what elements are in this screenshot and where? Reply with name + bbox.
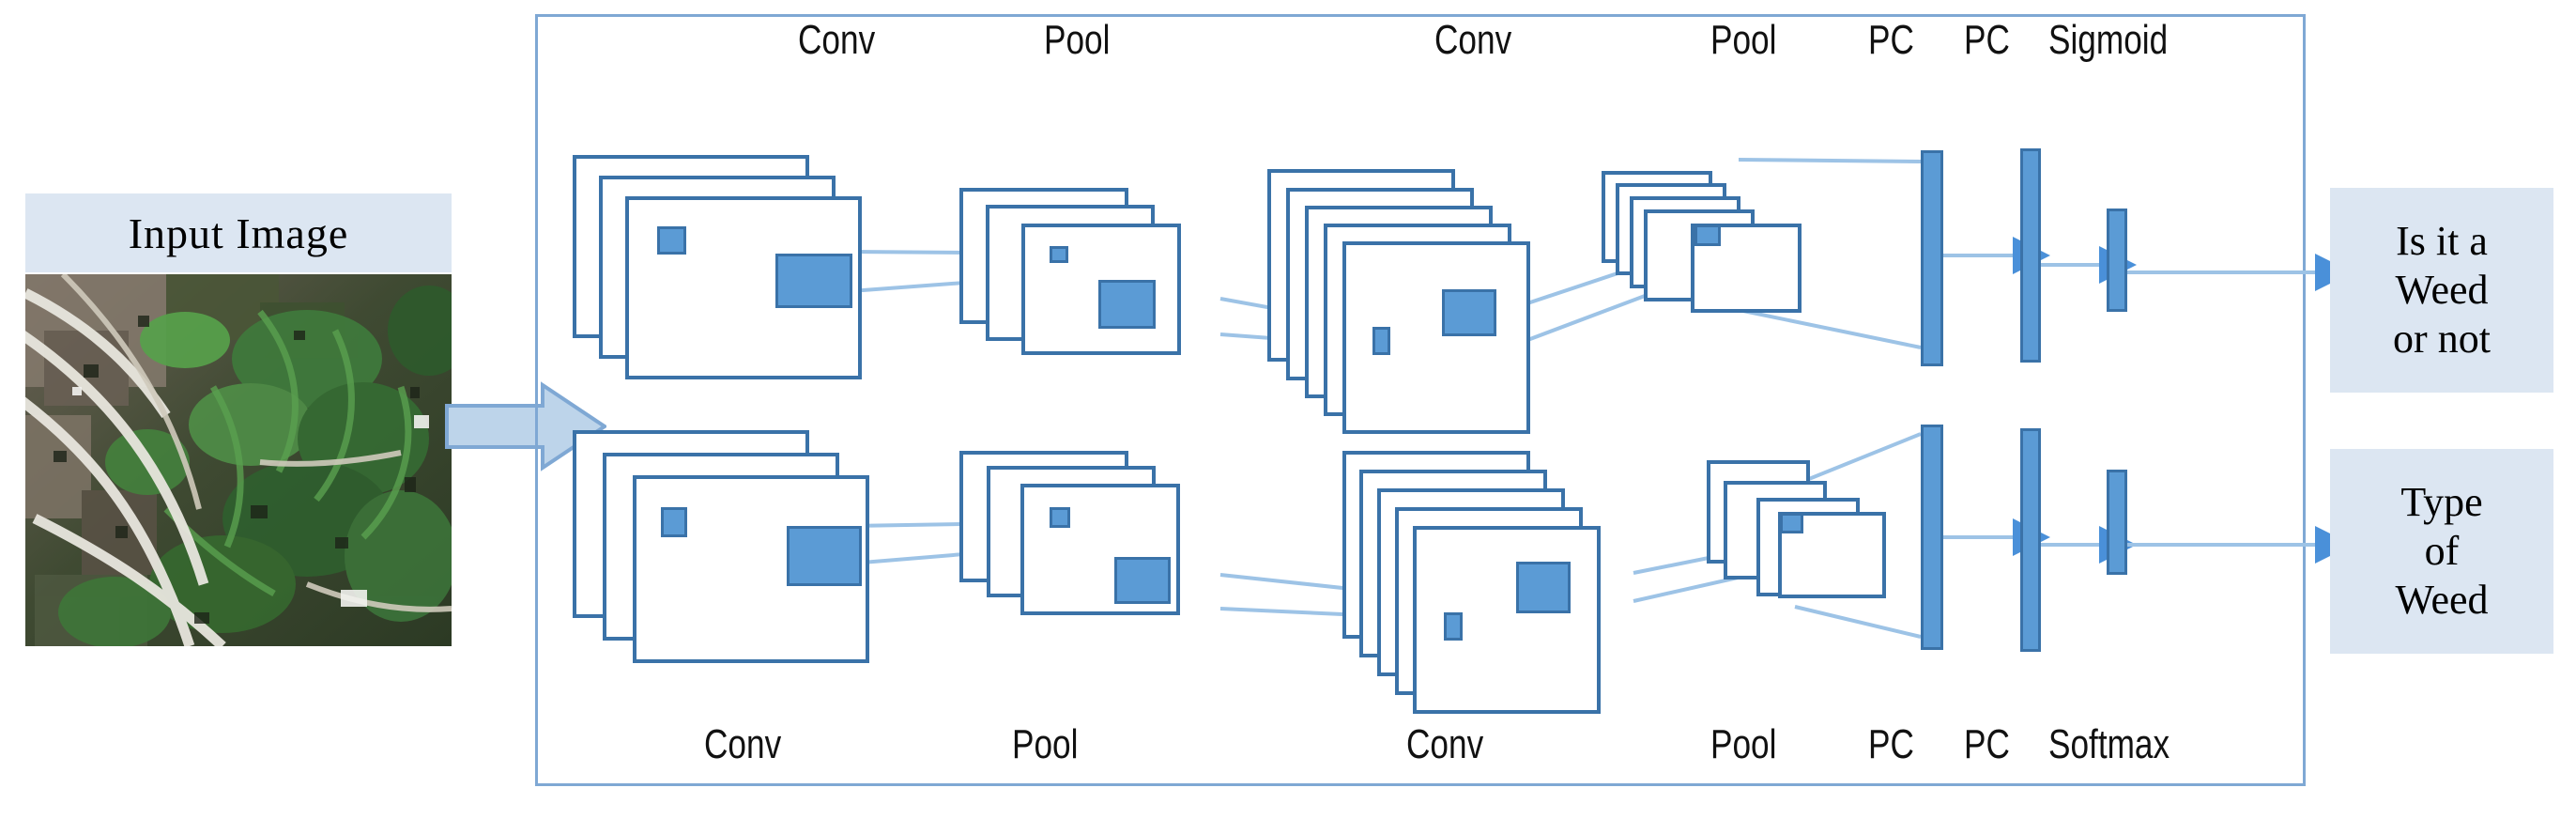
top-sigmoid-bar <box>2107 209 2127 312</box>
bottom-conv1-stack <box>573 430 869 693</box>
label-bottom-pool1: Pool <box>1012 721 1079 767</box>
label-bottom-pool2: Pool <box>1710 721 1777 767</box>
bottom-pool2-stack <box>1707 460 1923 657</box>
receptive-field-patch-small <box>1780 513 1803 533</box>
feature-map-sheet <box>1342 241 1530 434</box>
bottom-conv2-stack <box>1342 451 1690 733</box>
label-top-pool1: Pool <box>1044 17 1111 63</box>
output-line: Is it a <box>2396 218 2488 265</box>
receptive-field-patch-large <box>1098 280 1156 329</box>
bottom-pool1-stack <box>959 451 1232 676</box>
receptive-field-patch-large <box>1114 557 1171 604</box>
receptive-field-patch-large <box>1516 562 1571 613</box>
label-top-conv1: Conv <box>798 17 876 63</box>
output-line: of <box>2424 528 2460 575</box>
label-top-pc2: PC <box>1964 17 2010 63</box>
bottom-softmax-bar <box>2107 470 2127 575</box>
label-bottom-conv2: Conv <box>1406 721 1484 767</box>
bottom-fc-bar-1 <box>1921 425 1943 650</box>
type-classification-output: Type of Weed <box>2330 449 2553 654</box>
output-line: Weed <box>2395 576 2489 623</box>
receptive-field-patch-small <box>1050 246 1068 263</box>
receptive-field-patch-large <box>1442 289 1496 336</box>
output-line: or not <box>2393 315 2491 362</box>
feature-map-sheet <box>1413 526 1601 714</box>
top-conv1-stack <box>573 155 864 399</box>
input-image-label: Input Image <box>25 193 452 272</box>
label-top-pool2: Pool <box>1710 17 1777 63</box>
input-image-photo <box>25 274 452 646</box>
label-top-conv2: Conv <box>1434 17 1512 63</box>
output-line: Weed <box>2395 267 2489 314</box>
top-pool2-stack <box>1602 171 1827 378</box>
receptive-field-patch-large <box>775 254 852 308</box>
label-bottom-pc1: PC <box>1868 721 1914 767</box>
receptive-field-patch-small <box>1694 224 1721 246</box>
feature-map-sheet <box>1691 224 1802 313</box>
receptive-field-patch-small <box>1050 507 1070 528</box>
label-bottom-softmax: Softmax <box>2048 721 2170 767</box>
top-fc-bar-2 <box>2020 148 2041 363</box>
receptive-field-patch-large <box>787 526 862 586</box>
label-top-pc1: PC <box>1868 17 1914 63</box>
receptive-field-patch-small <box>1444 612 1463 641</box>
bottom-fc-bar-2 <box>2020 428 2041 652</box>
top-pool1-stack <box>959 188 1232 404</box>
output-line: Type <box>2400 479 2483 526</box>
receptive-field-patch-small <box>661 507 687 537</box>
top-conv2-stack <box>1267 169 1596 434</box>
top-fc-bar-1 <box>1921 150 1943 366</box>
label-top-sigmoid: Sigmoid <box>2048 17 2169 63</box>
label-bottom-conv1: Conv <box>704 721 782 767</box>
network-container <box>535 14 2306 786</box>
receptive-field-patch-small <box>1372 327 1390 355</box>
label-bottom-pc2: PC <box>1964 721 2010 767</box>
weed-photo-illustration <box>25 274 452 646</box>
receptive-field-patch-small <box>657 226 686 255</box>
binary-classification-output: Is it a Weed or not <box>2330 188 2553 393</box>
